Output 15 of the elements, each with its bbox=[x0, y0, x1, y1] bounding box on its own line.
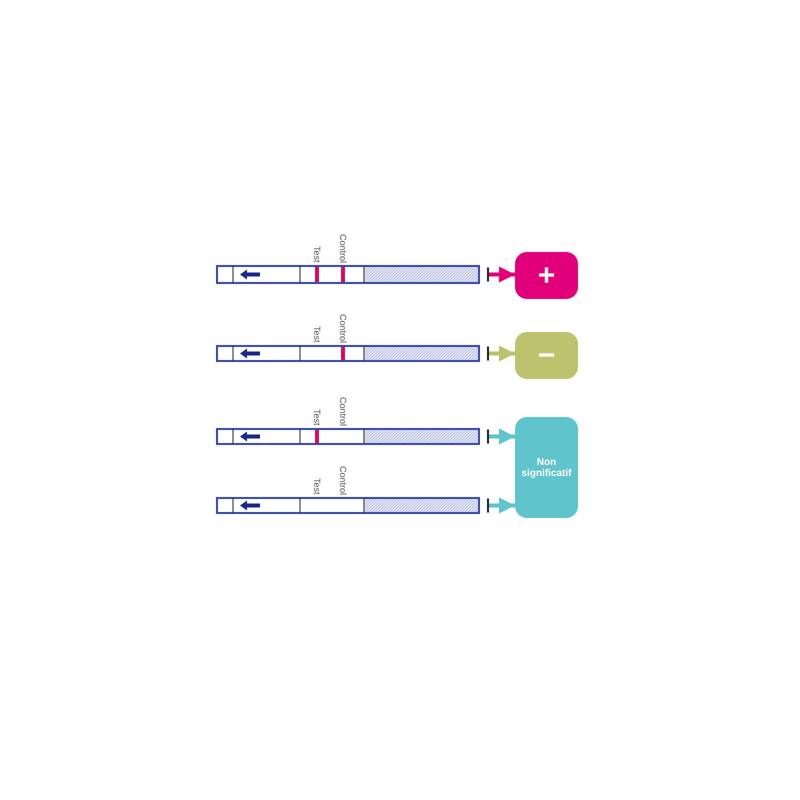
arrow bbox=[487, 266, 515, 282]
test-line-label: Test bbox=[312, 246, 322, 263]
control-line-label: Control bbox=[338, 397, 348, 426]
result-box: Non significatif bbox=[515, 417, 578, 518]
control-line-label: Control bbox=[338, 466, 348, 496]
arrow bbox=[487, 346, 515, 362]
result-box: + bbox=[515, 252, 578, 299]
control-line-label: Control bbox=[338, 234, 348, 264]
test-line-label: Test bbox=[312, 326, 322, 343]
test-line-label: Test bbox=[312, 409, 322, 426]
arrow bbox=[487, 428, 515, 444]
result-box: − bbox=[515, 332, 578, 379]
arrow bbox=[487, 498, 515, 514]
test-line-label: Test bbox=[312, 478, 322, 495]
control-line-label: Control bbox=[338, 314, 348, 344]
